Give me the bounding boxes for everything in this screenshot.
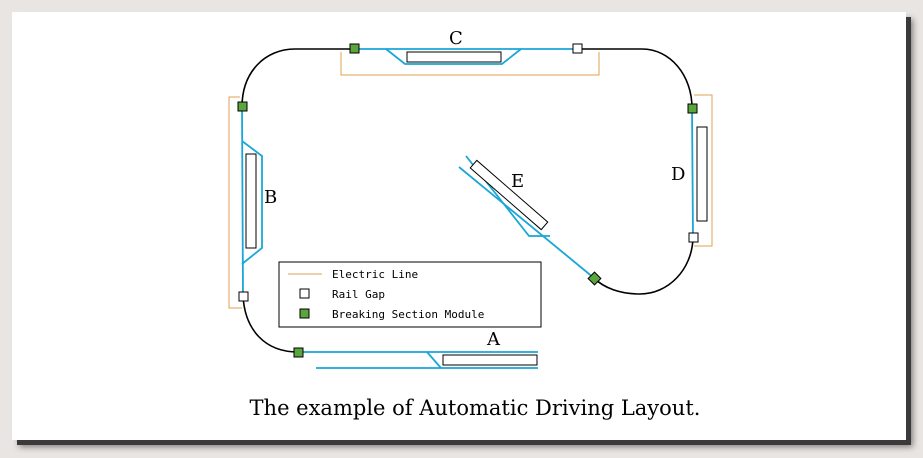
module-a-left — [293, 347, 304, 358]
track-b-main — [241, 106, 244, 297]
station-label-a: A — [486, 329, 501, 350]
curve-bottom-right — [593, 237, 694, 295]
track-b-siding — [241, 140, 263, 265]
legend-gap-swatch — [299, 288, 310, 299]
module-b-top — [237, 101, 248, 112]
station-label-b: B — [264, 187, 277, 208]
module-e — [587, 271, 602, 286]
electric-line-c — [340, 52, 600, 76]
platform-a — [442, 354, 538, 366]
track-e-main — [458, 166, 595, 279]
station-label-e: E — [511, 171, 524, 192]
electric-line-d — [694, 94, 713, 247]
gap-d-bottom — [688, 232, 699, 243]
electric-line-b — [228, 96, 242, 309]
platform-e — [469, 159, 549, 231]
module-d-top — [687, 103, 698, 114]
breaking-modules — [237, 43, 698, 358]
legend-electric-label: Electric Line — [332, 268, 418, 281]
legend-module-swatch — [299, 308, 310, 319]
legend-box — [278, 261, 542, 328]
electric-lines — [228, 52, 713, 309]
gap-b-bottom — [238, 291, 249, 302]
gap-c-right — [572, 43, 583, 54]
track-a-switch — [426, 351, 442, 369]
rail-gaps — [238, 43, 699, 302]
platform-d — [696, 126, 708, 222]
curve-tracks — [241, 48, 694, 353]
curve-bottom-left — [242, 295, 299, 353]
legend-module-label: Breaking Section Module — [332, 308, 484, 321]
legend: Electric Line Rail Gap Breaking Section … — [278, 261, 542, 328]
track-c-siding — [385, 48, 522, 65]
module-c-left — [349, 43, 360, 54]
legend-gap-label: Rail Gap — [332, 288, 385, 301]
platform-c — [406, 51, 502, 63]
station-label-c: C — [449, 28, 463, 49]
station-label-d: D — [671, 164, 685, 185]
caption: The example of Automatic Driving Layout. — [250, 396, 701, 420]
platforms — [245, 51, 708, 366]
platform-b — [245, 153, 257, 249]
track-d-main — [691, 107, 694, 239]
curve-top-left — [241, 48, 355, 108]
curve-top-right — [577, 48, 693, 109]
blue-tracks — [241, 48, 694, 369]
